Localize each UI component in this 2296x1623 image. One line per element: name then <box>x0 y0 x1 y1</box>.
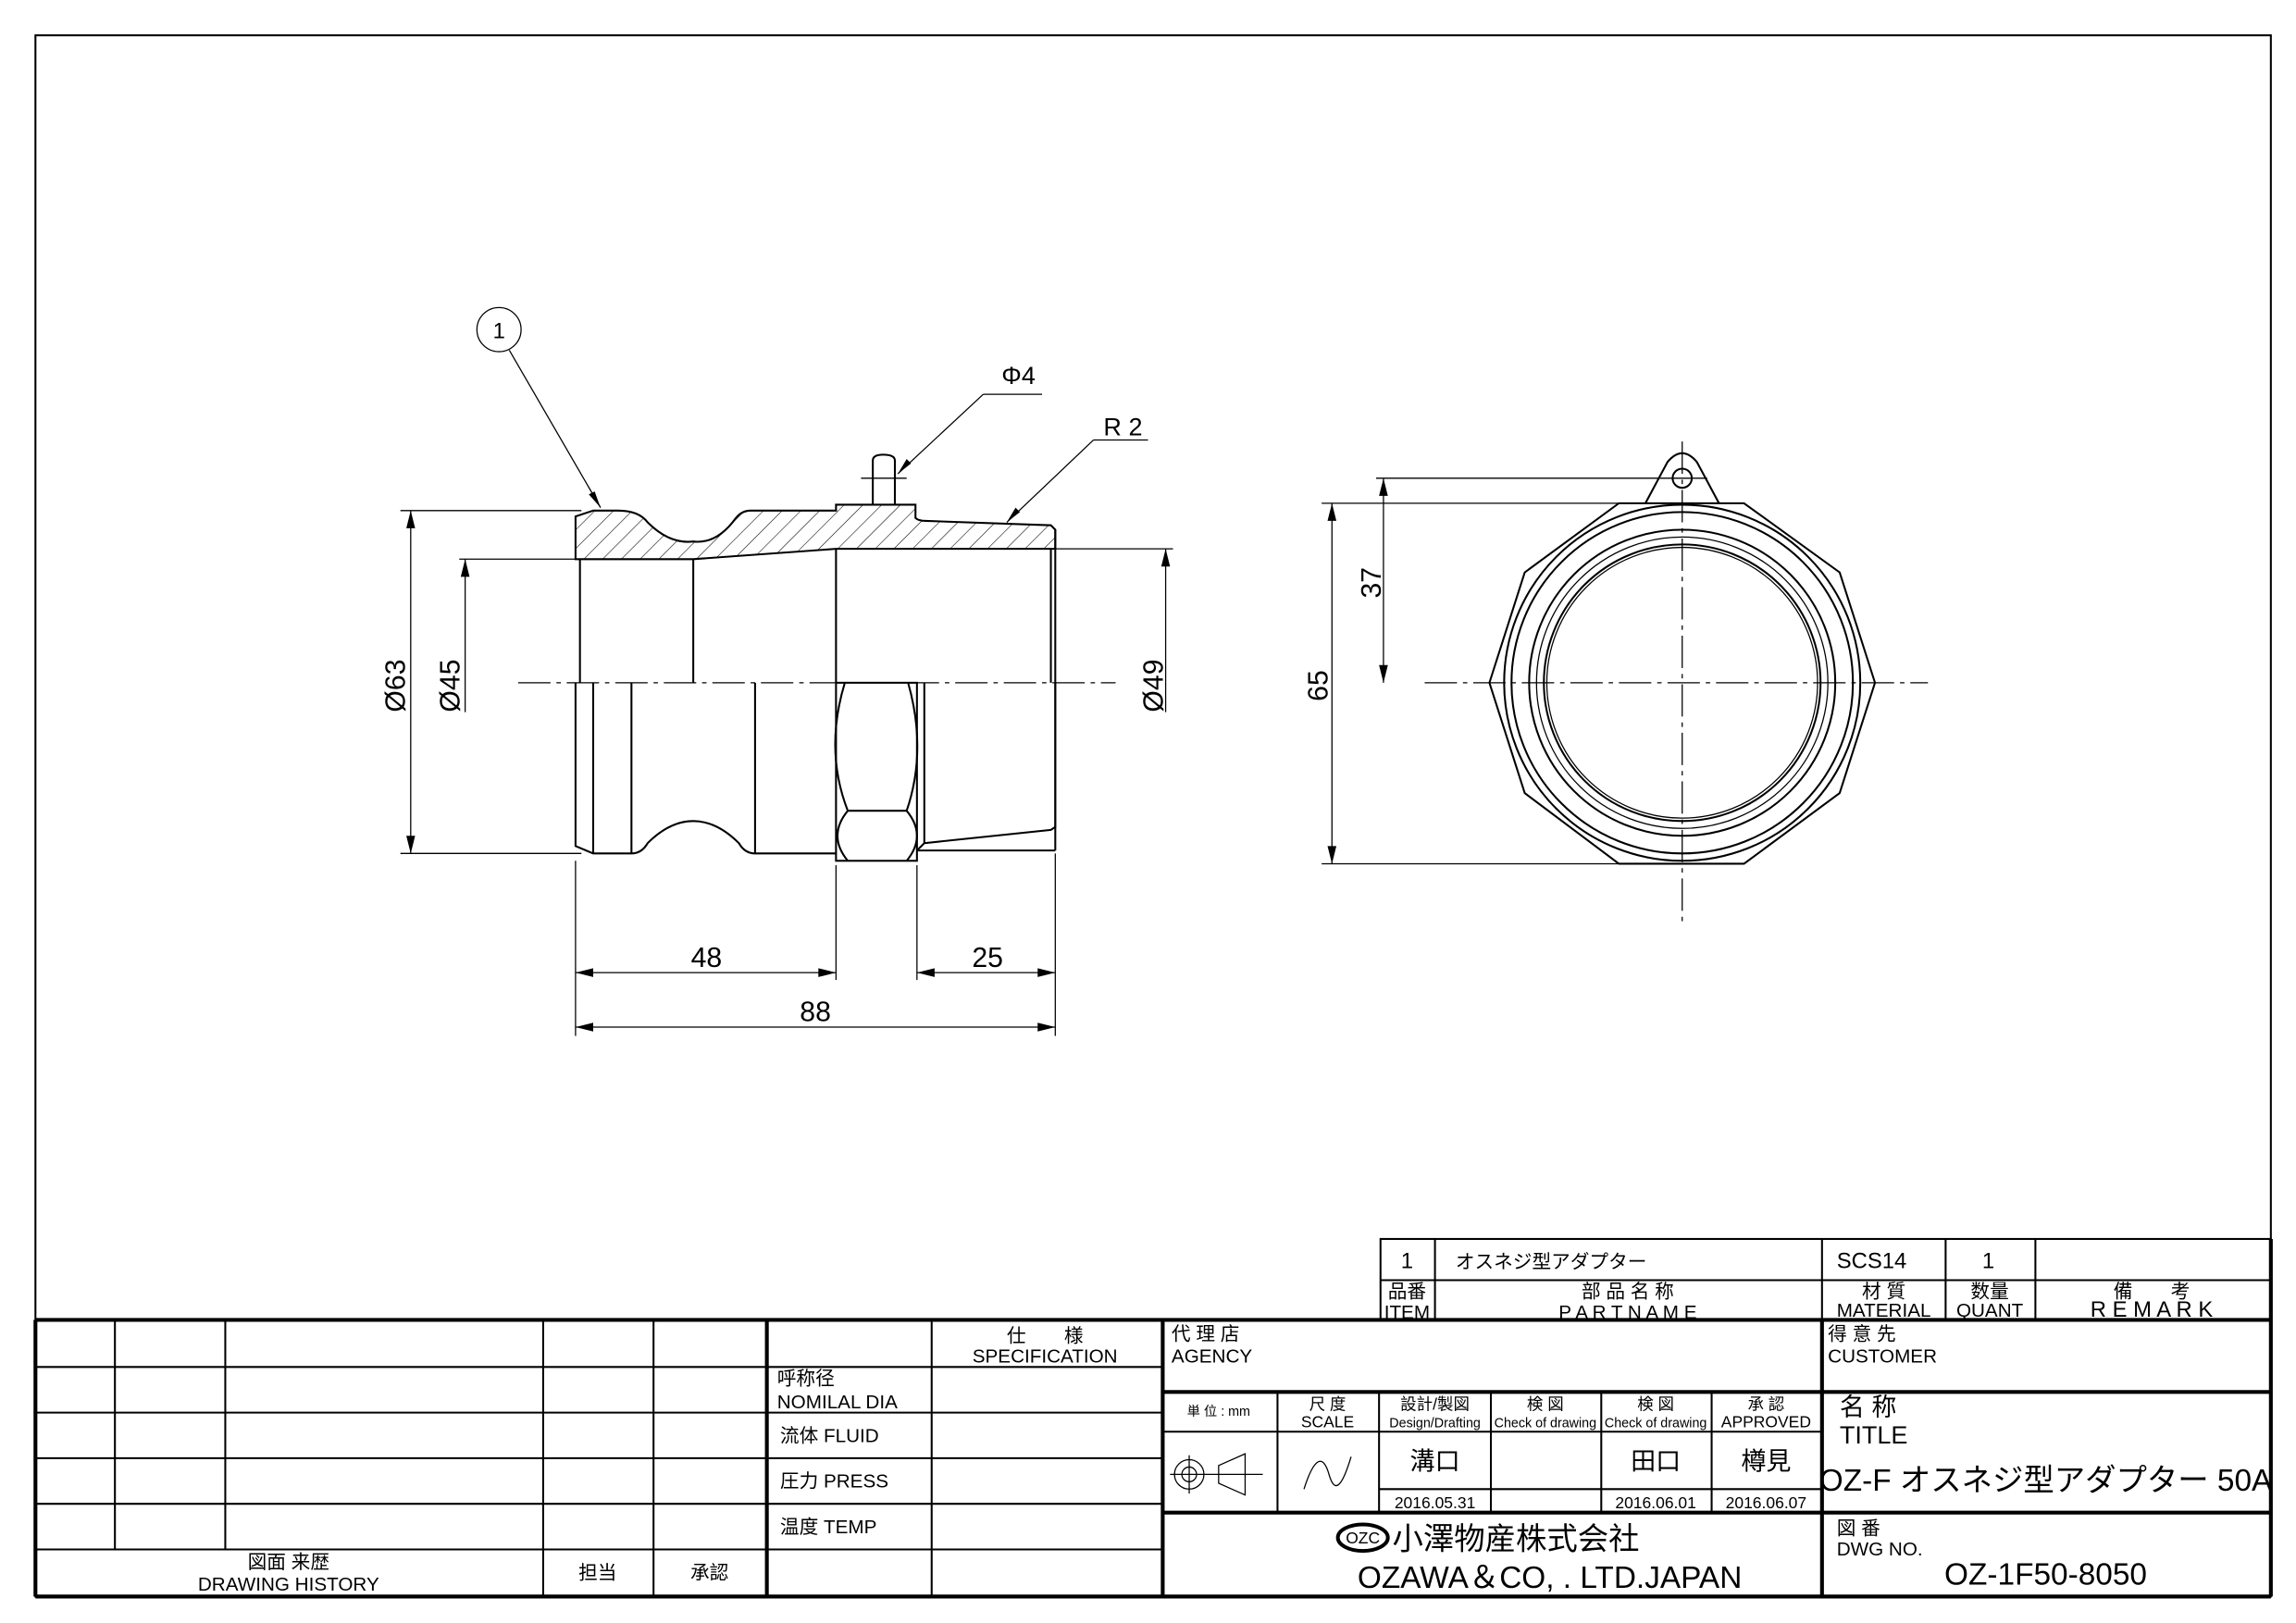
header-quant-jp: 数量 <box>1970 1282 2008 1303</box>
company-logo-text: OZC <box>1346 1529 1380 1547</box>
dim-48: 48 <box>691 943 723 973</box>
approved-date: 2016.06.07 <box>1726 1493 1807 1512</box>
pin-diameter-label: Φ4 <box>1001 362 1036 390</box>
customer-label-en: CUSTOMER <box>1828 1346 1937 1368</box>
third-angle-projection-icon <box>1170 1453 1263 1496</box>
dim-25: 25 <box>972 943 1003 973</box>
end-view: 65 37 <box>1304 441 1929 924</box>
title-label-en: TITLE <box>1840 1421 1908 1449</box>
hex-flat <box>835 681 918 862</box>
history-title-jp: 図面 来歴 <box>248 1552 329 1573</box>
header-name-en: P A R T N A M E <box>1558 1302 1696 1323</box>
design-label-en: Design/Drafting <box>1389 1417 1481 1431</box>
scale-label-jp: 尺 度 <box>1309 1394 1347 1413</box>
company-name-en: OZAWA＆CO, . LTD.JAPAN <box>1358 1561 1742 1595</box>
header-remark-jp: 備 考 <box>2114 1282 2191 1303</box>
dim-d49: Ø49 <box>1138 659 1169 712</box>
approval-grid: 単 位 : mm 尺 度 SCALE 設計/製図 Design/Drafting… <box>1162 1392 1822 1515</box>
customer-label-jp: 得 意 先 <box>1828 1324 1895 1345</box>
header-name-jp: 部 品 名 称 <box>1582 1282 1674 1303</box>
design-label-jp: 設計/製図 <box>1400 1394 1470 1413</box>
header-material-en: MATERIAL <box>1837 1300 1931 1321</box>
agency-label-jp: 代 理 店 <box>1172 1324 1239 1345</box>
dwg-label-jp: 図 番 <box>1837 1518 1880 1540</box>
title-label-jp: 名 称 <box>1840 1394 1897 1421</box>
approved-label-jp: 承 認 <box>1747 1394 1784 1413</box>
spec-nominal-dia-jp: 呼称径 <box>777 1368 835 1389</box>
dim-d63: Ø63 <box>380 659 411 712</box>
part-material: SCS14 <box>1837 1249 1907 1274</box>
dim-88: 88 <box>800 997 831 1028</box>
parts-list: 1 オスネジ型アダプター SCS14 1 品番 ITEM 部 品 名 称 P A… <box>1379 1237 2272 1323</box>
company-name-jp: 小澤物産株式会社 <box>1393 1522 1640 1556</box>
check1-label-jp: 検 図 <box>1527 1394 1564 1413</box>
part-name: オスネジ型アダプター <box>1456 1252 1647 1273</box>
history-approve: 承認 <box>690 1562 728 1583</box>
approver-name: 樽見 <box>1741 1448 1791 1476</box>
hex-outline <box>1488 502 1877 865</box>
header-material-jp: 材 質 <box>1862 1282 1905 1303</box>
check2-label-jp: 検 図 <box>1637 1394 1674 1413</box>
part-item: 1 <box>1401 1249 1413 1274</box>
spec-title-en: SPECIFICATION <box>973 1346 1118 1368</box>
parts-row: 1 オスネジ型アダプター SCS14 1 <box>1401 1249 1994 1274</box>
scale-label-en: SCALE <box>1301 1413 1354 1431</box>
dim-d45: Ø45 <box>435 659 465 712</box>
dim-37: 37 <box>1357 567 1387 599</box>
side-section-view: 1 Φ4 R 2 Ø63 Ø45 Ø49 48 <box>380 306 1173 1036</box>
history-charge: 担当 <box>578 1562 616 1583</box>
specification-table: 仕 様 SPECIFICATION 呼称径 NOMILAL DIA 流体 FLU… <box>766 1319 1165 1597</box>
scale-nts-icon <box>1303 1456 1352 1490</box>
header-quant-en: QUANT <box>1956 1300 2024 1321</box>
lower-outline <box>574 682 837 855</box>
check2-date: 2016.06.01 <box>1615 1493 1696 1512</box>
header-item-en: ITEM <box>1384 1302 1430 1323</box>
item-balloon <box>476 306 522 353</box>
check2-label-en: Check of drawing <box>1605 1417 1707 1431</box>
header-item-jp: 品番 <box>1388 1282 1426 1303</box>
checker2-name: 田口 <box>1631 1448 1681 1476</box>
unit-label: 単 位 : mm <box>1187 1404 1250 1419</box>
pin-tab <box>1644 452 1720 504</box>
radius-label: R 2 <box>1103 414 1142 441</box>
drawing-history-table: 図面 来歴 DRAWING HISTORY 担当 承認 <box>35 1319 769 1597</box>
check1-label-en: Check of drawing <box>1495 1417 1597 1431</box>
spec-temp: 温度 TEMP <box>780 1517 876 1538</box>
spec-nominal-dia-en: NOMILAL DIA <box>777 1392 898 1413</box>
spec-fluid: 流体 FLUID <box>780 1425 879 1446</box>
drawing-number: OZ-1F50-8050 <box>1944 1558 2147 1592</box>
company-logo: OZC <box>1335 1522 1390 1554</box>
dim-65: 65 <box>1304 670 1334 701</box>
design-date: 2016.05.31 <box>1395 1493 1476 1512</box>
dwg-label-en: DWG NO. <box>1837 1539 1923 1560</box>
designer-name: 溝口 <box>1410 1448 1460 1476</box>
agency-label-en: AGENCY <box>1172 1346 1252 1368</box>
history-title-en: DRAWING HISTORY <box>198 1574 379 1595</box>
section-hatch <box>574 503 1057 561</box>
spec-press: 圧力 PRESS <box>780 1471 888 1493</box>
drawing-title: OZ-F オスネジ型アダプター 50A <box>1819 1464 2273 1498</box>
approved-label-en: APPROVED <box>1721 1413 1811 1431</box>
spec-title-jp: 仕 様 <box>1007 1325 1084 1346</box>
part-quant: 1 <box>1982 1249 1994 1274</box>
balloon-number: 1 <box>493 319 505 344</box>
pin <box>872 453 897 505</box>
